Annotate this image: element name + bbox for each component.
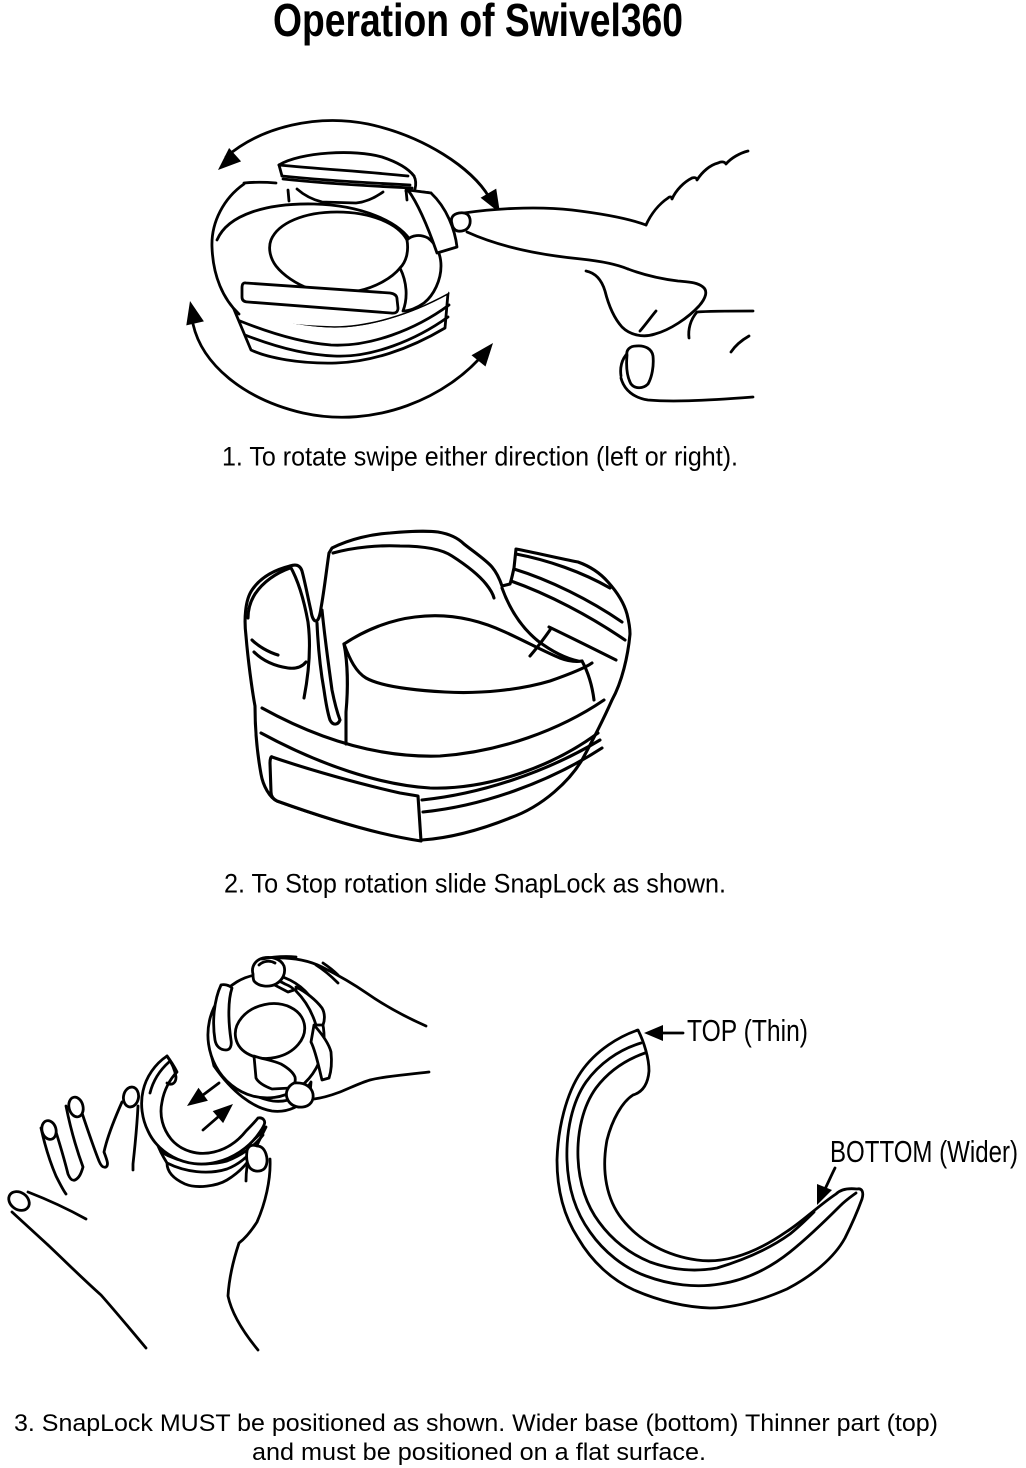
svg-text:BOTTOM (Wider): BOTTOM (Wider): [830, 1134, 1018, 1169]
svg-text:and must be positioned on a fl: and must be positioned on a flat surface…: [252, 1439, 706, 1466]
svg-text:Operation of Swivel360: Operation of Swivel360: [273, 0, 683, 46]
svg-text:1. To rotate swipe either dire: 1. To rotate swipe either direction (lef…: [222, 441, 738, 472]
svg-text:3. SnapLock MUST be positioned: 3. SnapLock MUST be positioned as shown.…: [14, 1410, 938, 1437]
svg-text:2. To Stop rotation slide Snap: 2. To Stop rotation slide SnapLock as sh…: [224, 868, 726, 899]
svg-text:TOP (Thin): TOP (Thin): [687, 1013, 808, 1048]
